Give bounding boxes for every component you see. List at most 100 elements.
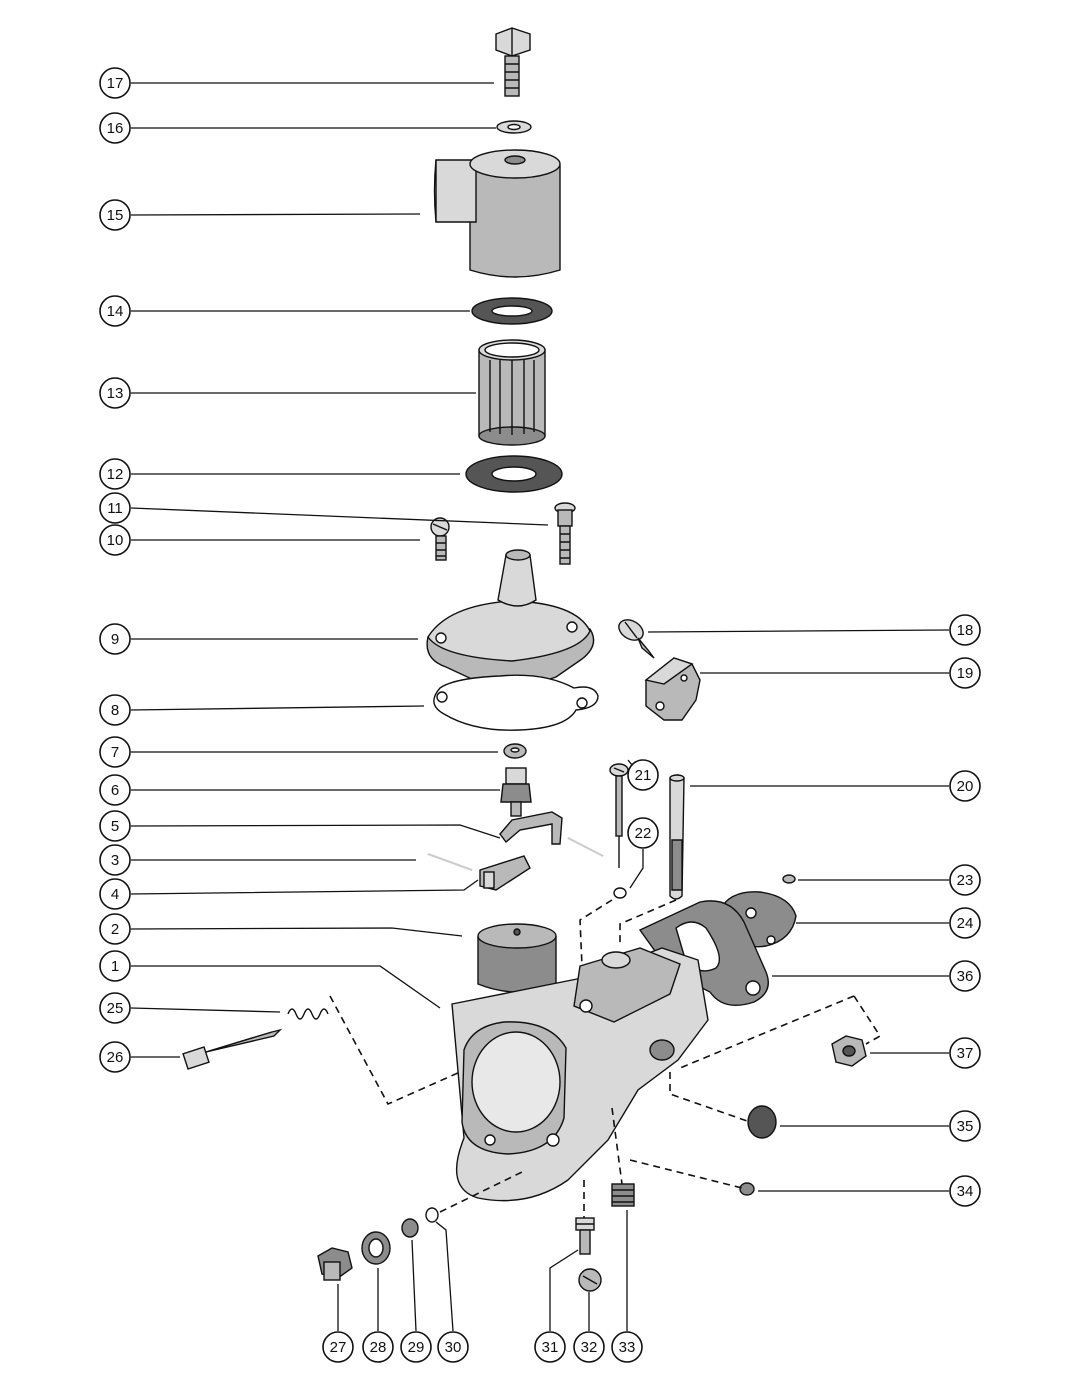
part-13-filter-screen <box>478 339 546 446</box>
callout-bubble-30 <box>437 1331 469 1363</box>
part-23-plug <box>782 874 796 884</box>
callout-label-11: 11 <box>107 500 123 517</box>
callout-bubble-16 <box>99 112 131 144</box>
callout-bubble-1 <box>99 950 131 982</box>
callout-label-25: 25 <box>107 1000 124 1017</box>
leader-line-18 <box>647 629 950 633</box>
part-35-plug <box>747 1105 777 1139</box>
part-25-spring <box>287 1008 329 1020</box>
callout-11: 11 <box>99 492 549 526</box>
callout-label-37: 37 <box>957 1045 974 1062</box>
part-3-pin <box>427 853 473 871</box>
callout-bubble-19 <box>949 657 981 689</box>
callout-label-35: 35 <box>957 1118 974 1135</box>
callout-bubble-2 <box>99 913 131 945</box>
callout-bubble-6 <box>99 774 131 806</box>
callout-29: 29 <box>400 1239 432 1363</box>
callout-bubble-22 <box>627 817 659 849</box>
callout-label-10: 10 <box>107 532 124 549</box>
part-7-washer <box>503 743 527 759</box>
callout-bubble-31 <box>534 1331 566 1363</box>
callout-22: 22 <box>627 817 659 889</box>
callout-bubble-25 <box>99 992 131 1024</box>
callout-25: 25 <box>99 992 281 1024</box>
leader-line-8 <box>130 705 425 711</box>
callout-1: 1 <box>99 950 441 1009</box>
callout-5: 5 <box>99 810 501 842</box>
leader-line-1 <box>131 965 441 1009</box>
callout-bubble-15 <box>99 199 131 231</box>
part-11-stud <box>554 502 576 565</box>
callout-label-28: 28 <box>370 1339 387 1356</box>
part-27-drain-plug <box>317 1247 353 1281</box>
callout-label-14: 14 <box>107 303 124 320</box>
callout-20: 20 <box>690 770 981 802</box>
callout-33: 33 <box>611 1210 643 1363</box>
callout-label-20: 20 <box>957 778 974 795</box>
callout-37: 37 <box>870 1037 981 1069</box>
part-28-gasket <box>361 1231 391 1265</box>
callout-bubble-17 <box>99 67 131 99</box>
callout-bubble-23 <box>949 864 981 896</box>
callout-label-23: 23 <box>957 872 974 889</box>
part-20-shaft <box>669 774 685 900</box>
callout-bubble-37 <box>949 1037 981 1069</box>
part-29-plug <box>401 1218 419 1238</box>
callout-bubble-7 <box>99 736 131 768</box>
callout-label-30: 30 <box>445 1339 462 1356</box>
callout-label-18: 18 <box>957 622 974 639</box>
callout-label-21: 21 <box>635 767 652 784</box>
callout-label-2: 2 <box>111 921 119 938</box>
callout-17: 17 <box>99 67 494 99</box>
part-5-float-arm <box>499 811 563 845</box>
callout-16: 16 <box>99 112 496 144</box>
callout-bubble-21 <box>627 759 659 791</box>
callout-bubble-10 <box>99 524 131 556</box>
part-33-spring <box>611 1183 635 1207</box>
callout-7: 7 <box>99 736 498 768</box>
callout-label-6: 6 <box>111 782 119 799</box>
callout-bubble-3 <box>99 844 131 876</box>
callout-bubble-28 <box>362 1331 394 1363</box>
part-9-chamber-cover <box>426 549 595 686</box>
callout-19: 19 <box>700 657 981 689</box>
callout-31: 31 <box>534 1249 579 1363</box>
callout-label-29: 29 <box>408 1339 425 1356</box>
leader-line-25 <box>130 1007 281 1013</box>
callout-9: 9 <box>99 623 418 655</box>
callout-30: 30 <box>435 1221 469 1363</box>
part-17-bolt <box>495 27 531 97</box>
part-19-bracket <box>644 657 701 721</box>
callout-label-8: 8 <box>111 702 119 719</box>
callout-label-9: 9 <box>111 631 119 648</box>
leader-line-31 <box>549 1249 579 1331</box>
callout-32: 32 <box>573 1292 605 1363</box>
callout-bubble-14 <box>99 295 131 327</box>
callout-23: 23 <box>798 864 981 896</box>
callout-bubble-35 <box>949 1110 981 1142</box>
callout-bubble-34 <box>949 1175 981 1207</box>
part-21-inlet-needle <box>609 763 629 868</box>
callout-label-13: 13 <box>107 385 124 402</box>
callout-4: 4 <box>99 878 479 910</box>
callout-bubble-20 <box>949 770 981 802</box>
callout-12: 12 <box>99 458 460 490</box>
part-2-float <box>477 923 557 993</box>
part-37-nut <box>831 1035 867 1067</box>
leader-line-15 <box>130 213 421 216</box>
callout-label-4: 4 <box>111 886 119 903</box>
callout-label-27: 27 <box>330 1339 347 1356</box>
leader-line-29 <box>411 1239 417 1332</box>
callout-6: 6 <box>99 774 500 806</box>
callout-label-32: 32 <box>581 1339 598 1356</box>
callout-35: 35 <box>780 1110 981 1142</box>
callout-21: 21 <box>627 759 659 791</box>
callout-bubble-11 <box>99 492 131 524</box>
callout-bubble-33 <box>611 1331 643 1363</box>
callout-28: 28 <box>362 1268 394 1363</box>
part-30-o-ring <box>425 1207 439 1223</box>
part-34-plug <box>739 1182 755 1196</box>
callout-label-22: 22 <box>635 825 652 842</box>
callout-bubble-24 <box>949 907 981 939</box>
callout-label-1: 1 <box>111 958 119 975</box>
